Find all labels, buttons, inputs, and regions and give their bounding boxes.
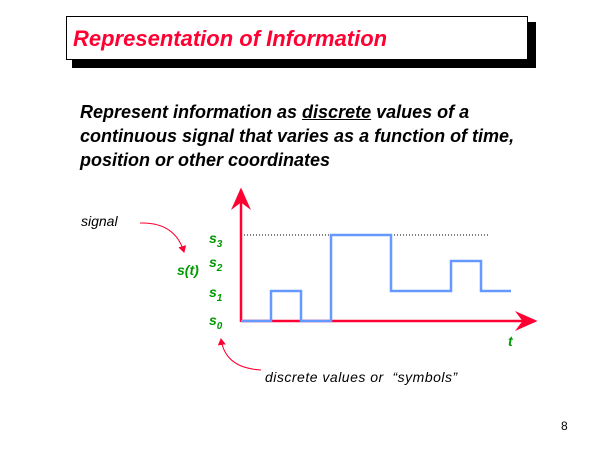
signal-label: signal (81, 213, 118, 229)
level-s2: s2 (209, 254, 223, 274)
level-s3: s3 (209, 230, 223, 250)
signal-line (241, 233, 511, 323)
title-box: Representation of Information (66, 16, 528, 60)
body-post: values of a continuous signal that varie… (80, 102, 515, 170)
level-s1: s1 (209, 284, 223, 304)
body-pre: Represent information as (80, 102, 303, 122)
symbols-arrow (217, 338, 262, 371)
y-axis-label: s(t) (177, 262, 199, 278)
body-emphasis: discrete (302, 102, 372, 122)
page-number: 8 (561, 419, 568, 433)
slide-title: Representation of Information (73, 26, 388, 51)
body-text: Represent information as discrete values… (80, 100, 550, 172)
signal-arrow (139, 222, 187, 253)
symbols-caption: discrete values or “symbols” (265, 369, 458, 385)
x-axis-label: t (508, 333, 513, 349)
level-s0: s0 (209, 312, 223, 332)
